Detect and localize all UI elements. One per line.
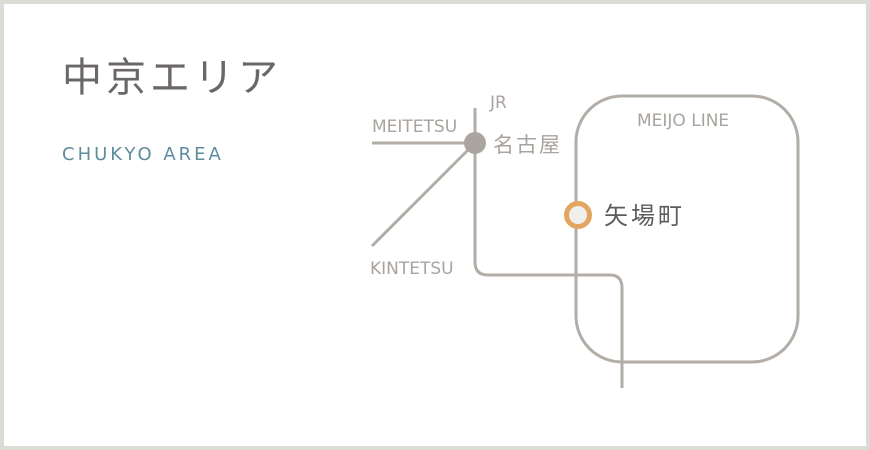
meijo-line [574, 94, 800, 364]
nagoya-station-label: 名古屋 [493, 133, 562, 157]
meijo-line-label: MEIJO LINE [637, 111, 729, 131]
yabacho-station-label: 矢場町 [604, 202, 685, 230]
jr-line-label: JR [489, 93, 507, 113]
page-title: 中京エリア [62, 55, 282, 101]
nagoya-station-marker [464, 132, 486, 154]
meitetsu-line-label: MEITETSU [372, 117, 457, 137]
kintetsu-line [370, 141, 477, 248]
kintetsu-line-label: KINTETSU [370, 259, 454, 279]
jr-line [473, 108, 624, 388]
page-subtitle: CHUKYO AREA [62, 144, 224, 165]
yabacho-station-marker [564, 201, 592, 229]
